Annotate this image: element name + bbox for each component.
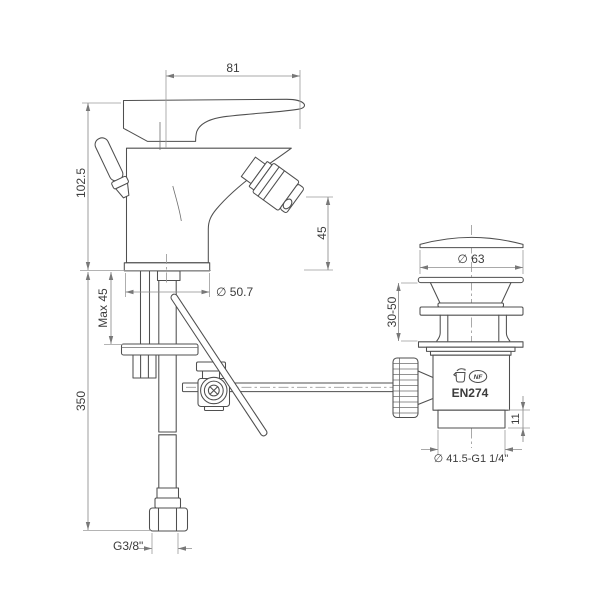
mounting-nut	[132, 354, 157, 379]
nf-mark-icon: NF	[468, 369, 488, 384]
dim-supply-thread: G3/8"	[113, 533, 192, 554]
under-deck	[120, 270, 199, 532]
dim-supply-thread-label: G3/8"	[113, 539, 143, 553]
hose-connector-block	[156, 270, 181, 282]
plug-flange	[417, 276, 524, 284]
pour-icon	[453, 368, 467, 383]
standard-label: EN274	[452, 386, 489, 400]
drain-flange-step2	[425, 346, 516, 352]
mounting-stud	[139, 270, 151, 345]
dim-drain-thread-label: ∅ 41.5-G1 1/4"	[434, 453, 509, 465]
dim-tailpiece-height-label: 11	[510, 413, 522, 424]
dim-max-deck: Max 45	[96, 272, 123, 345]
dim-spout-reach-label: 81	[226, 61, 240, 75]
drain-stem	[436, 314, 511, 342]
clamp-screw-cross	[209, 386, 219, 395]
drain-body	[432, 354, 511, 411]
dim-drain-range-label: 30-50	[385, 296, 399, 327]
dim-max-deck-label: Max 45	[96, 288, 110, 328]
hose-nut	[148, 507, 189, 532]
dim-drain-cap-label: ∅ 63	[457, 252, 484, 266]
mixer-handle	[122, 98, 305, 142]
dim-drain-range: 30-50	[385, 282, 418, 342]
certification-marks: NF EN274	[452, 368, 489, 400]
mounting-flange	[120, 343, 199, 356]
dim-spout-height-label: 45	[315, 226, 329, 240]
dim-tailpiece-height: 11	[508, 396, 530, 442]
rod-clamp	[195, 361, 231, 412]
dim-drain-thread: ∅ 41.5-G1 1/4"	[421, 430, 522, 465]
hose-collar	[156, 487, 180, 499]
nf-mark-label: NF	[474, 374, 484, 381]
side-lever	[94, 137, 130, 199]
aerator-outlet	[282, 198, 293, 210]
plug-seal	[437, 302, 505, 308]
dim-drain-cap-diameter: ∅ 63	[419, 250, 524, 274]
coupling-nut	[392, 357, 434, 419]
faucet-base-ring	[123, 262, 211, 272]
hose-nut-facets	[157, 507, 178, 532]
hose-collar-2	[154, 497, 182, 509]
dim-body-height: 102.5	[74, 102, 211, 271]
dim-spout-reach: 81	[165, 61, 301, 148]
drain-cap	[419, 236, 524, 249]
dimensions: 81 102.5 45 Max 45 350	[74, 61, 530, 554]
body-inner-curve	[172, 185, 182, 222]
dim-base-diameter: ∅ 50.7	[125, 273, 253, 299]
pop-up-rod	[170, 293, 268, 437]
drain-flange-step1	[417, 341, 524, 348]
deck-washer	[419, 306, 524, 316]
spray-head	[240, 156, 304, 213]
supply-hose	[158, 279, 177, 489]
drain-flange-step3	[429, 350, 512, 356]
drain-assembly: NF EN274	[392, 225, 524, 448]
pop-up-linkage	[170, 293, 397, 437]
dim-body-height-label: 102.5	[74, 168, 88, 198]
dim-hose-length: 350	[74, 272, 151, 531]
faucet	[94, 98, 305, 272]
drain-tailpiece	[437, 409, 506, 429]
dim-hose-length-label: 350	[74, 391, 88, 411]
dim-base-diameter-label: ∅ 50.7	[216, 285, 253, 299]
dim-spout-height: 45	[304, 196, 333, 271]
